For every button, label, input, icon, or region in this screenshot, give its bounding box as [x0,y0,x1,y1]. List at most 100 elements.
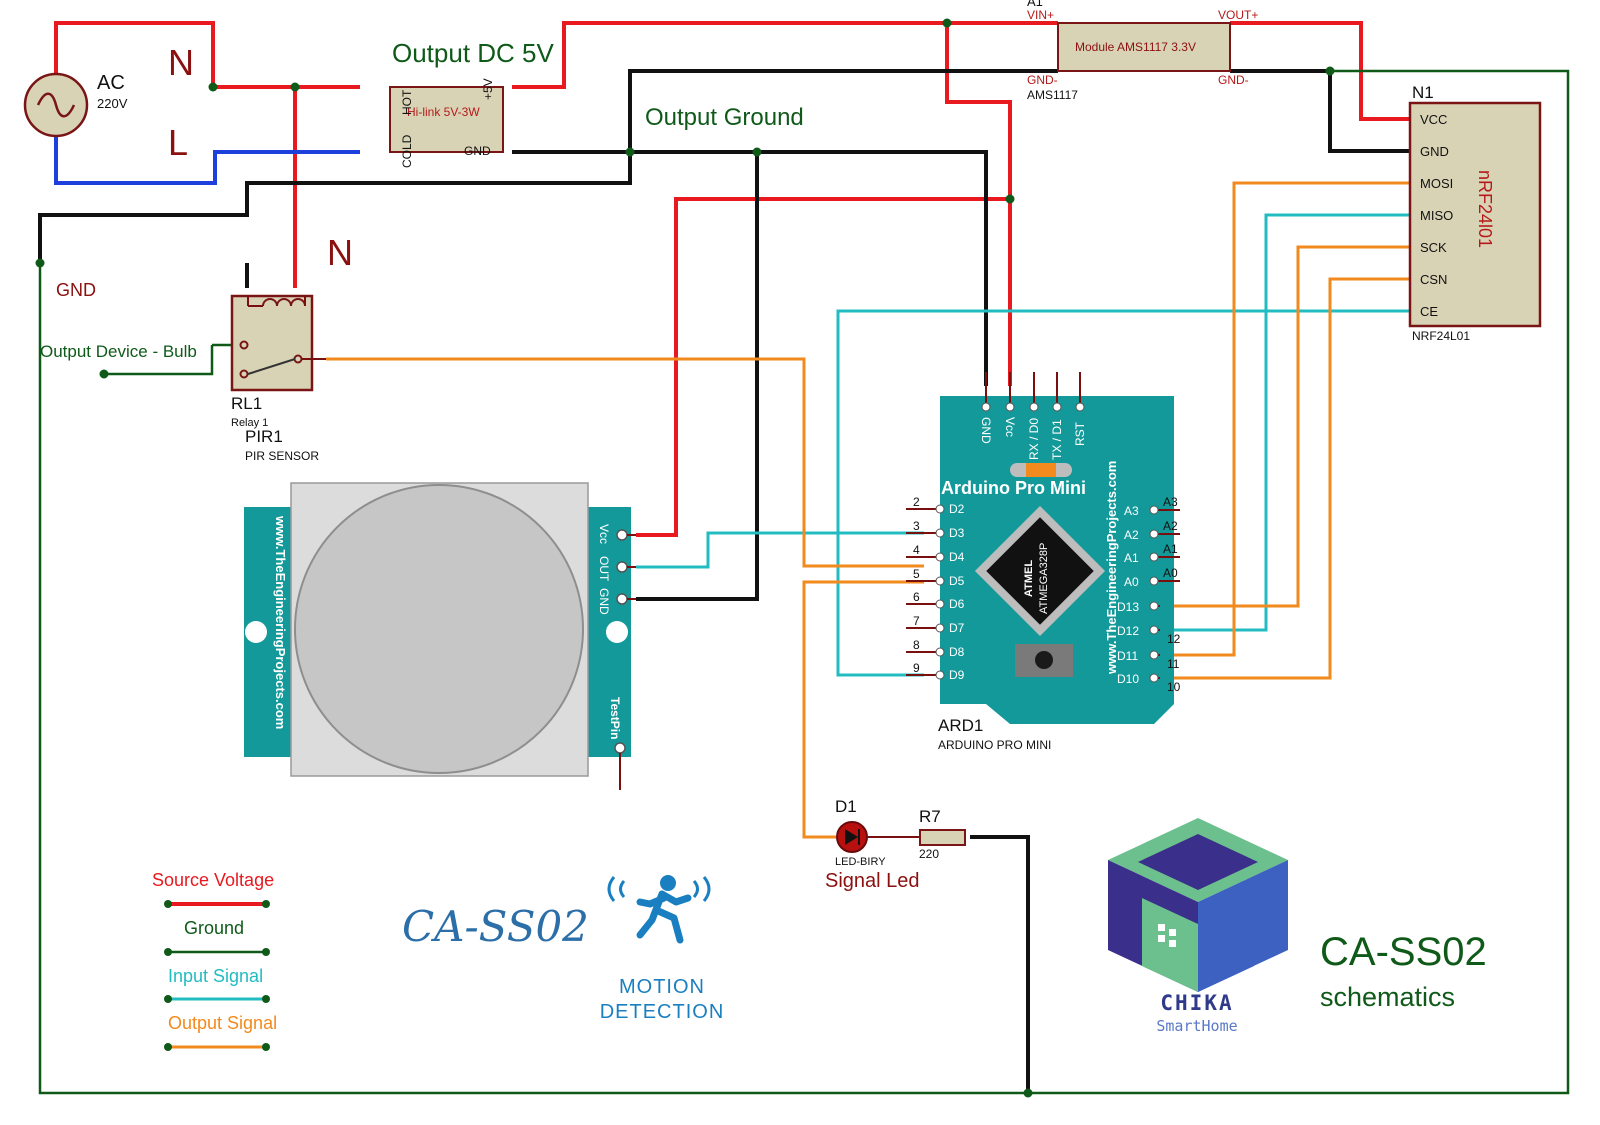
smarthome-text: SmartHome [1156,1017,1237,1035]
pir-website: www.TheEngineeringProjects.com [273,515,288,729]
detection-text: DETECTION [600,1001,725,1023]
wire-gnd-left [38,152,632,263]
ams-name: Module AMS1117 3.3V [1075,40,1196,54]
nrf-pin-miso: MISO [1420,208,1453,223]
logo-building-blue [1198,898,1254,992]
hilink-hot: HOT [400,89,414,115]
pir-ref: PIR1 [245,427,283,446]
hilink-body [389,86,504,153]
legend-dot [164,995,172,1003]
pir-gnd-label: GND [597,588,611,615]
pin-number: 3 [913,519,920,533]
relay-name: Relay 1 [231,417,268,429]
motion-text: MOTION [619,976,705,998]
ac-n-label: N [168,42,194,83]
arduino-top-label-tx: TX / D1 [1050,419,1064,460]
pin-label: D6 [949,597,965,611]
motion-detection-logo: MOTION DETECTION [600,875,725,1023]
output-ground-label: Output Ground [645,104,804,131]
pir-pin-test [614,742,626,754]
legend-dot [164,948,172,956]
wire-5v-pir [636,197,1010,537]
wire-bulb-b [104,345,214,376]
pin-label: D10 [1117,672,1139,686]
wire-ac-l [54,135,360,185]
pin-number: 9 [913,661,920,675]
chip-name: ATMEGA328P [1038,543,1050,614]
chip-brand: ATMEL [1023,560,1035,597]
junction-dot [208,82,218,92]
pin-label: D8 [949,645,965,659]
relay-contact [239,340,249,350]
pir-lens [294,484,584,774]
pin-label: D4 [949,550,965,564]
legend-dot [262,995,270,1003]
pin-number: 8 [913,638,920,652]
pin-label: D5 [949,574,965,588]
junction-dot [35,258,45,268]
arduino-top-label-vcc: Vcc [1003,417,1017,437]
wire-5v-vin [512,21,1058,89]
ams-gnd-in: GND- [1027,73,1058,87]
pin-number: 12 [1167,632,1181,646]
pin-number: 2 [913,495,920,509]
resistor: R7 220 [867,807,966,861]
wire-d10-csn [1160,277,1410,680]
pin-label: D11 [1117,649,1138,663]
pin-label: D3 [949,526,965,540]
wire-gnd-ams-out [1230,69,1410,153]
arduino-top-pins: GND Vcc RX / D0 TX / D1 RST [979,372,1087,460]
wire-d12-miso [1160,213,1410,632]
legend-dot [164,1043,172,1051]
arduino-top-pin [1029,402,1039,412]
window-icon [1158,924,1165,931]
arduino-led [1026,463,1056,477]
reset-button[interactable] [1035,651,1053,669]
wires [38,21,1570,1095]
relay-n-label: N [327,232,353,273]
pir-mount-hole [245,621,267,643]
signal-waves-icon [692,876,711,902]
pin-number: A0 [1163,566,1178,580]
legend-dot [262,900,270,908]
junction-dot [290,82,300,92]
legend-dot [262,1043,270,1051]
window-icon [1158,935,1165,942]
junction-dot [625,147,635,157]
pin-label: A3 [1124,504,1139,518]
pir-name: PIR SENSOR [245,449,319,463]
hilink-plus5: +5V [481,78,495,100]
nrf-part: NRF24L01 [1412,329,1470,343]
pin-number: A3 [1163,495,1178,509]
ac-value: 220V [97,96,128,111]
hilink-module: Output DC 5V Hi-link 5V-3W HOT COLD +5V … [389,38,555,168]
arduino-top-pin [981,402,991,412]
wire-ac-n [54,21,360,105]
pin-number: A2 [1163,519,1178,533]
relay-body [230,294,314,392]
sine-icon [36,92,76,118]
legend-ground-label: Ground [184,918,244,938]
junction-dot [1023,1088,1033,1098]
pin-number: 6 [913,590,920,604]
hilink-name: Hi-link 5V-3W [407,105,480,119]
running-person-body [636,890,692,944]
pin-label: A0 [1124,575,1139,589]
ams-gnd-out: GND- [1218,73,1249,87]
logo-roof-inner [1138,834,1258,890]
ams-vout: VOUT+ [1218,8,1258,22]
arduino-website: www.TheEngineeringProjects.com [1104,461,1119,675]
